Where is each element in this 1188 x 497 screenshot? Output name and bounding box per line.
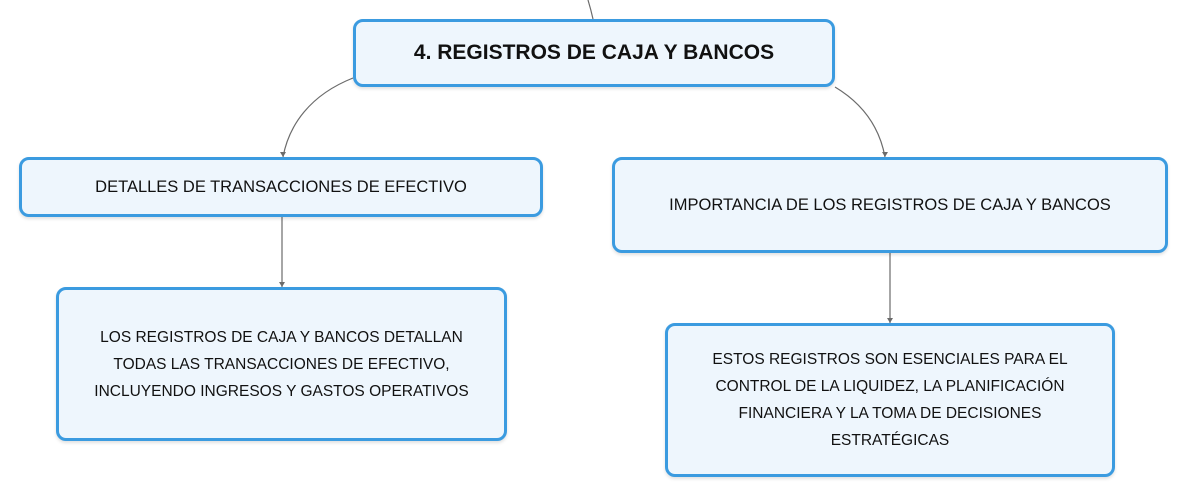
branch-node-transacciones[interactable]: DETALLES DE TRANSACCIONES DE EFECTIVO [19, 157, 543, 217]
detail-line: ESTOS REGISTROS SON ESENCIALES PARA EL [712, 351, 1068, 368]
detail-line: FINANCIERA Y LA TOMA DE DECISIONES [738, 405, 1042, 422]
detail-text: LOS REGISTROS DE CAJA Y BANCOS DETALLAN … [94, 324, 468, 405]
connector-parent-to-root [587, 0, 594, 20]
branch-node-importancia[interactable]: IMPORTANCIA DE LOS REGISTROS DE CAJA Y B… [612, 157, 1168, 253]
detail-line: ESTRATÉGICAS [830, 432, 950, 449]
root-topic-node[interactable]: 4. REGISTROS DE CAJA Y BANCOS [353, 19, 835, 87]
arrowhead-left-detail [279, 282, 285, 287]
branch-label: DETALLES DE TRANSACCIONES DE EFECTIVO [95, 177, 467, 196]
connector-root-to-branch-left [282, 77, 354, 158]
detail-node-importancia[interactable]: ESTOS REGISTROS SON ESENCIALES PARA EL C… [665, 323, 1115, 477]
branch-label: IMPORTANCIA DE LOS REGISTROS DE CAJA Y B… [669, 195, 1111, 214]
arrowhead-right-branch [882, 152, 888, 157]
connector-root-to-branch-right [834, 86, 886, 158]
detail-line: INCLUYENDO INGRESOS Y GASTOS OPERATIVOS [94, 382, 469, 400]
arrowhead-right-detail [887, 318, 893, 323]
detail-line: LOS REGISTROS DE CAJA Y BANCOS DETALLAN [100, 328, 463, 346]
detail-line: CONTROL DE LA LIQUIDEZ, LA PLANIFICACIÓN [715, 378, 1065, 395]
detail-line: TODAS LAS TRANSACCIONES DE EFECTIVO, [113, 355, 450, 373]
root-topic-label: 4. REGISTROS DE CAJA Y BANCOS [413, 41, 775, 64]
detail-text: ESTOS REGISTROS SON ESENCIALES PARA EL C… [712, 346, 1067, 454]
arrowhead-left-branch [280, 152, 286, 157]
detail-node-transacciones[interactable]: LOS REGISTROS DE CAJA Y BANCOS DETALLAN … [56, 287, 507, 441]
